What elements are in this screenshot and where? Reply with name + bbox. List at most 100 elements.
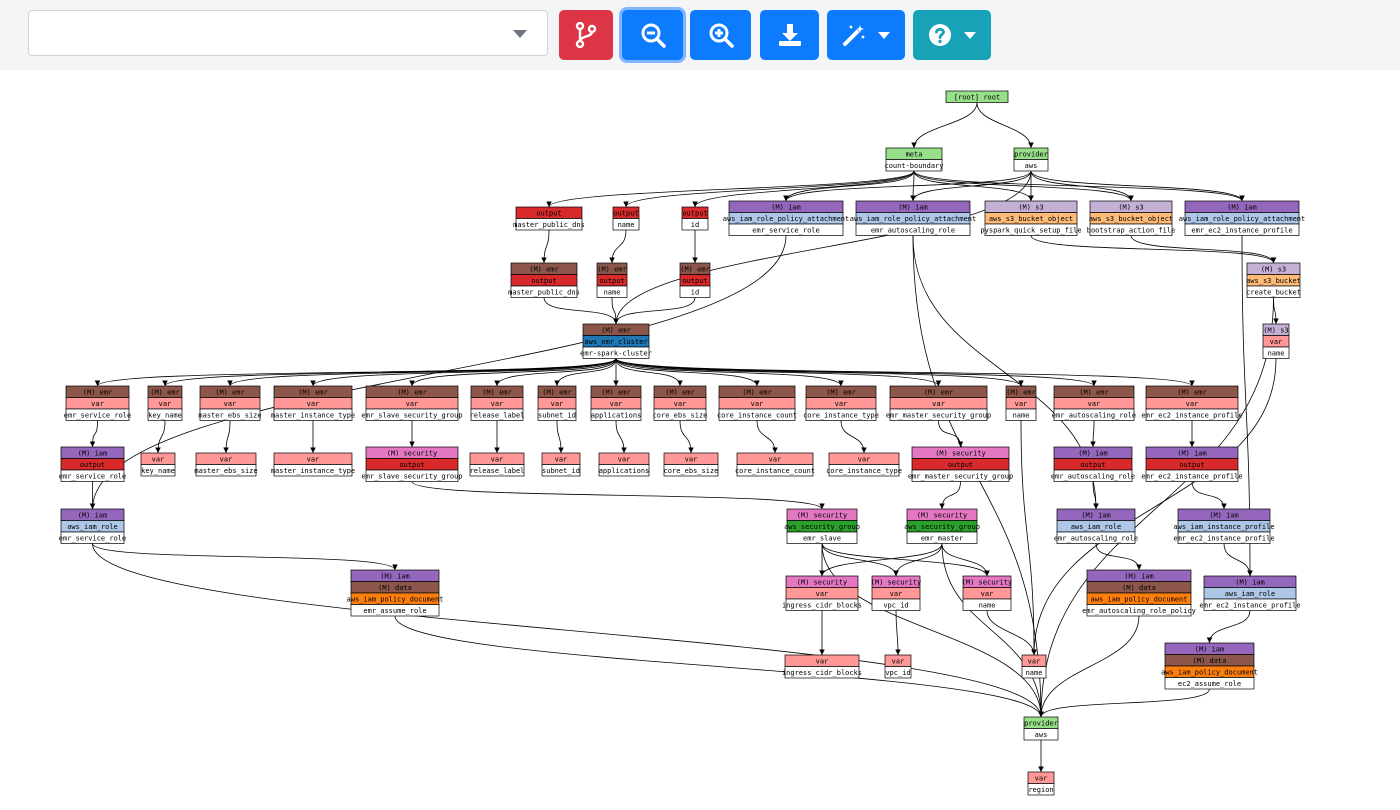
node-iam-ip-ec2[interactable]: (M) iamaws_iam_instance_profileemr_ec2_i… — [1173, 508, 1275, 544]
node-s3-bootstrap[interactable]: (M) s3aws_s3_bucket_objectbootstrap_acti… — [1087, 200, 1176, 236]
zoom-out-button[interactable] — [622, 10, 683, 60]
download-button[interactable] — [760, 10, 819, 60]
node-s3-pyspark[interactable]: (M) s3aws_s3_bucket_objectpyspark_quick_… — [980, 200, 1082, 236]
help-dropdown-button[interactable] — [913, 10, 991, 60]
node-iam-emr-rpa[interactable]: (M) iamaws_iam_role_policy_attachmentemr… — [723, 200, 849, 236]
zoom-in-button[interactable] — [690, 10, 751, 60]
edge-sec-v-vpc-to-var-vpc — [895, 610, 901, 656]
edge-s3-bootstrap-to-s3-bucket — [1130, 235, 1277, 264]
edge-sec-sg-master-to-sec-v-ingress — [819, 543, 943, 577]
node-row-label: aws_iam_role — [67, 523, 118, 531]
node-iam-role-ec2[interactable]: (M) iamaws_iam_roleemr_ec2_instance_prof… — [1199, 575, 1301, 611]
node-row-label: emr_master_security_group — [886, 411, 991, 419]
branch-button[interactable] — [559, 10, 613, 60]
edge-sec-sg-master-to-provider-bottom — [941, 543, 1044, 718]
node-row-label: var — [1035, 774, 1048, 782]
node-sec-out-slave[interactable]: (M) securityoutputemr_slave_security_gro… — [361, 446, 463, 482]
node-iam-as-rpa[interactable]: (M) iamaws_iam_role_policy_attachmentemr… — [850, 200, 976, 236]
node-root[interactable]: [root] root — [945, 90, 1009, 103]
node-row-label: output — [682, 209, 707, 217]
node-sec-out-master[interactable]: (M) securityoutputemr_master_security_gr… — [908, 446, 1013, 482]
node-row-box — [945, 90, 1009, 103]
node-row-label: emr_autoscaling_role — [1051, 472, 1135, 480]
module-select[interactable] — [28, 10, 548, 56]
node-row-label: emr_ec2_instance_profile — [1141, 411, 1242, 419]
node-row-label: (M) security — [797, 578, 848, 586]
node-row-label: core_instance_type — [826, 467, 902, 475]
node-row-label: (M) security — [935, 449, 986, 457]
node-row-label: (M) iam — [380, 572, 410, 580]
node-row-label: ec2_assume_role — [1178, 680, 1241, 688]
node-row-label: var — [224, 400, 237, 408]
node-row-label: key_name — [141, 467, 175, 475]
node-row-label: emr_ec2_instance_profile — [1141, 472, 1242, 480]
node-iam-data-ec2-assume[interactable]: (M) iam(M) dataaws_iam_policy_documentec… — [1161, 642, 1258, 690]
node-iam-ec2-rpa[interactable]: (M) iamaws_iam_role_policy_attachmentemr… — [1179, 200, 1305, 236]
node-iam-data-assume[interactable]: (M) iam(M) dataaws_iam_policy_documentem… — [347, 569, 444, 617]
magic-dropdown-button[interactable] — [827, 10, 905, 60]
node-row-box — [365, 408, 459, 421]
node-row-box — [140, 464, 176, 477]
node-row-label: var — [816, 657, 829, 665]
node-row-box — [1184, 223, 1300, 236]
node-iam-data-as-policy[interactable]: (M) iam(M) dataaws_iam_policy_documentem… — [1082, 569, 1196, 617]
edge-root-to-provider-top — [976, 102, 1034, 149]
node-row-label: aws_s3_bucket_object — [1089, 215, 1173, 223]
node-row-label: vpc_id — [885, 669, 910, 677]
node-row-label: emr_ec2_instance_profile — [1173, 534, 1274, 542]
edge-provider-top-to-emr-cluster — [613, 170, 1032, 325]
node-row-box — [889, 408, 988, 421]
